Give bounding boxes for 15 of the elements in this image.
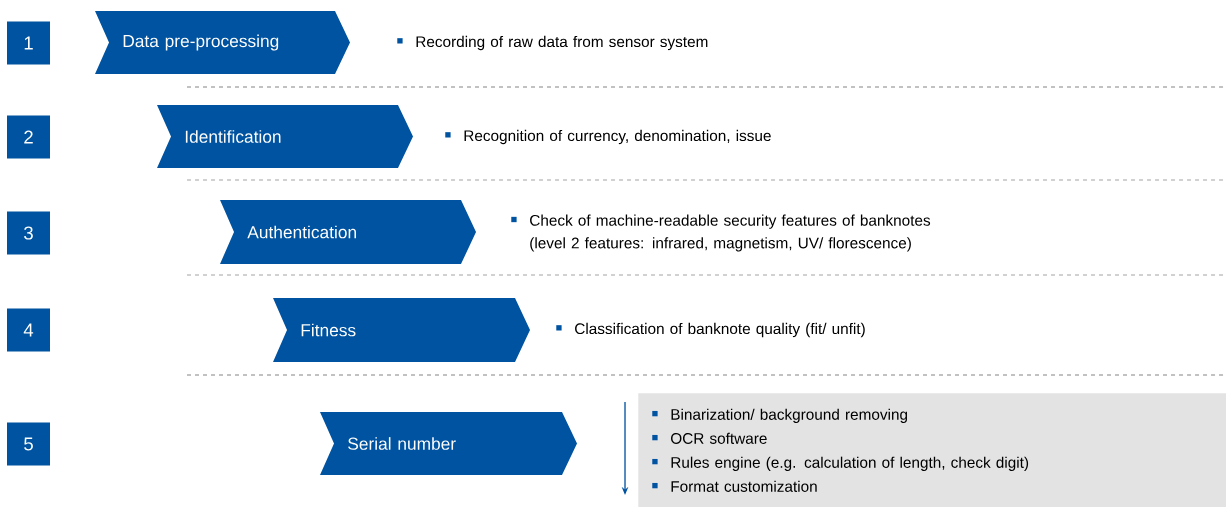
bullet-text: Check of machine-readable security features of banknotes (level 2 features: infrared, magnetism, UV/ florescence) xyxy=(511,214,931,252)
bullet-text: Recognition of currency, denomination, issue xyxy=(445,129,771,145)
step-number-box: 3 xyxy=(7,211,50,255)
chevron-step: Serial number xyxy=(320,412,577,475)
step-number-box: 5 xyxy=(7,422,50,466)
chevron-step: Identification xyxy=(157,105,413,168)
chevron-step: Data pre-processing xyxy=(95,11,350,74)
bullet-panel: Binarization/ background removing OCR software Rules engine (e.g. calculation of length, check digit) Format customization xyxy=(638,393,1226,507)
step-number-box: 2 xyxy=(7,115,50,159)
step-number-box: 1 xyxy=(7,21,50,65)
chevron-step: Authentication xyxy=(220,200,476,264)
step-number-box: 4 xyxy=(7,308,50,352)
chevron-step: Fitness xyxy=(273,298,530,362)
bullet-text: Recording of raw data from sensor system xyxy=(397,35,708,51)
bullet-text: Classification of banknote quality (fit/ unfit) xyxy=(556,322,865,338)
